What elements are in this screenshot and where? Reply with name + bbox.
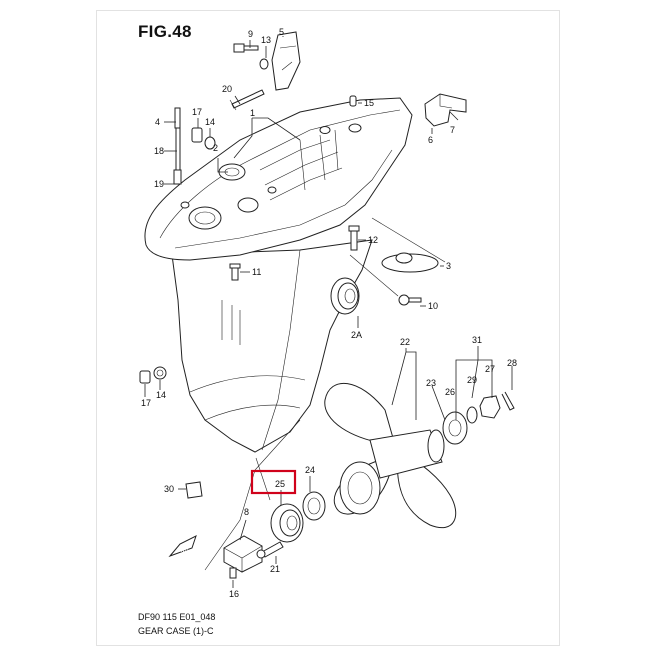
part-13-washer[interactable]: [259, 58, 269, 70]
part-10-bolt[interactable]: [398, 294, 422, 306]
part-9-bolt[interactable]: [233, 43, 259, 53]
part-24-washer[interactable]: [302, 491, 326, 521]
callout-1: 1: [250, 108, 255, 118]
part-4-stud[interactable]: [173, 107, 182, 185]
part-5-cover[interactable]: [271, 31, 301, 91]
callout-25: 25: [275, 479, 285, 489]
part-14-oring-lower[interactable]: [153, 366, 167, 380]
callout-31: 31: [472, 335, 482, 345]
part-17-bushing-upper[interactable]: [191, 127, 203, 143]
callout-23: 23: [426, 378, 436, 388]
callout-14b: 14: [156, 390, 166, 400]
callout-15: 15: [364, 98, 374, 108]
callout-6: 6: [428, 135, 433, 145]
part-11-bolt[interactable]: [229, 263, 241, 281]
callout-24: 24: [305, 465, 315, 475]
callout-27: 27: [485, 364, 495, 374]
gear-case-housing[interactable]: [144, 97, 413, 453]
callout-19: 19: [154, 179, 164, 189]
propeller[interactable]: [324, 383, 457, 529]
part-6-bracket[interactable]: [424, 93, 467, 127]
callout-21: 21: [270, 564, 280, 574]
callout-29: 29: [467, 375, 477, 385]
part-8-anode-block[interactable]: [223, 535, 263, 573]
part-16-screw[interactable]: [229, 567, 237, 579]
fwd-label: FWD: [177, 548, 189, 554]
part-25-thrust-hub[interactable]: [270, 503, 304, 543]
callout-14a: 14: [205, 117, 215, 127]
leader-lines: [144, 36, 513, 588]
part-27-nut[interactable]: [479, 395, 501, 419]
part-29-washer[interactable]: [466, 406, 478, 424]
callout-3: 3: [446, 261, 451, 271]
callout-8: 8: [244, 507, 249, 517]
part-15-pin[interactable]: [349, 95, 357, 107]
callout-4: 4: [155, 117, 160, 127]
callout-11: 11: [252, 267, 261, 277]
callout-2: 2: [213, 143, 218, 153]
callout-17a: 17: [192, 107, 202, 117]
callout-2a: 2A: [351, 330, 362, 340]
callout-30: 30: [164, 484, 174, 494]
callout-labels: 1 2 2A 3 4 5 6 7 8 9 10 11 12 13 14 14 1…: [141, 27, 517, 599]
callout-9: 9: [248, 29, 253, 39]
callout-26: 26: [445, 387, 455, 397]
callout-20: 20: [222, 84, 232, 94]
part-21-bolt[interactable]: [256, 541, 284, 559]
diagram-frame: [96, 10, 560, 646]
part-17-bushing-lower[interactable]: [139, 370, 151, 384]
figure-title: FIG.48: [138, 22, 192, 41]
callout-10: 10: [428, 301, 438, 311]
callout-18: 18: [154, 146, 164, 156]
callout-22: 22: [400, 337, 410, 347]
part-20-tie[interactable]: [229, 89, 265, 111]
callout-13: 13: [261, 35, 271, 45]
highlight-box-part-25: [250, 469, 297, 495]
part-2a-bearing[interactable]: [330, 277, 360, 315]
callout-28: 28: [507, 358, 517, 368]
part-3-anode[interactable]: [381, 252, 439, 273]
footer-model-code: DF90 115 E01_048: [138, 612, 216, 622]
part-26-spacer[interactable]: [442, 411, 468, 445]
part-28-cotter-pin[interactable]: [501, 391, 515, 411]
part-12-bolt[interactable]: [348, 225, 360, 251]
part-30-plug[interactable]: [185, 481, 203, 499]
footer-section-title: GEAR CASE (1)-C: [138, 626, 214, 636]
callout-7: 7: [450, 125, 455, 135]
callout-16: 16: [229, 589, 239, 599]
fwd-direction-arrow: FWD: [168, 535, 197, 558]
callout-12: 12: [368, 235, 378, 245]
callout-5: 5: [279, 27, 284, 37]
callout-17b: 17: [141, 398, 151, 408]
